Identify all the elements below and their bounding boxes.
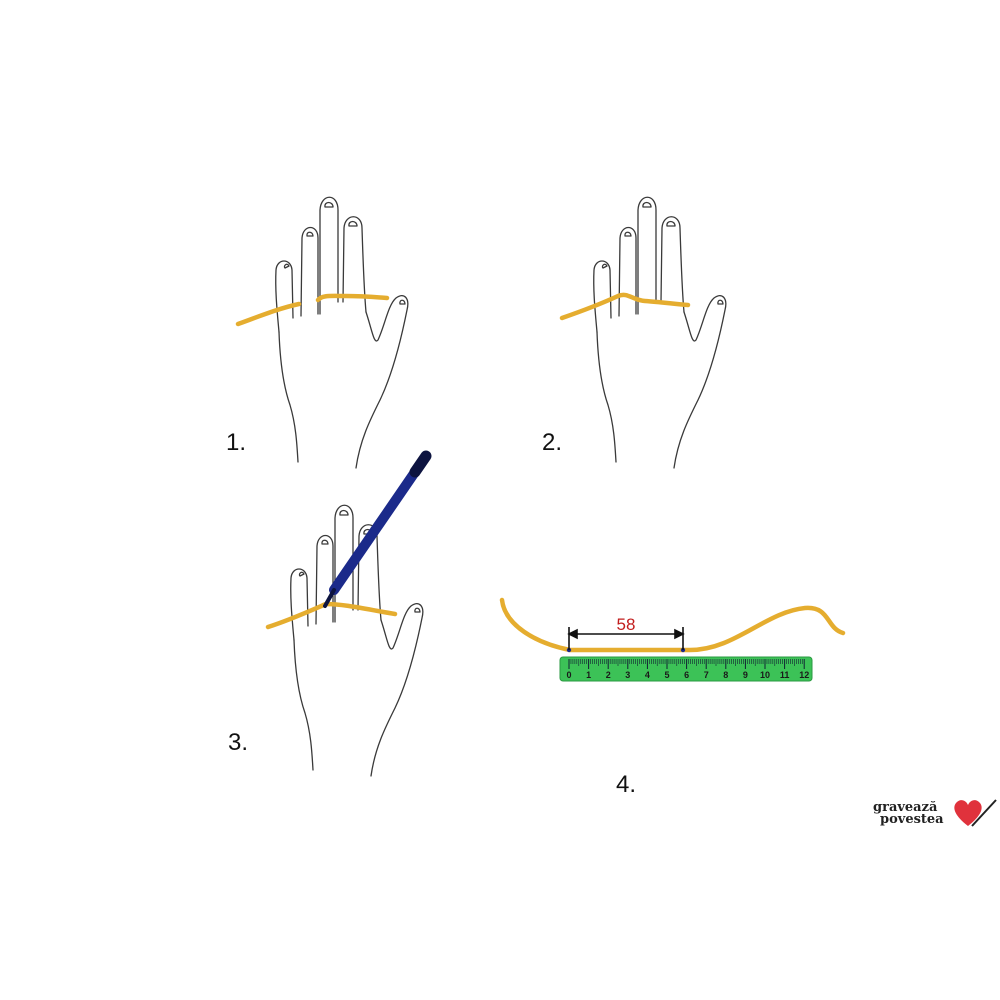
pen: [323, 450, 432, 608]
ruler-tick-label: 9: [743, 670, 748, 680]
ruler-tick-label: 5: [664, 670, 669, 680]
ruler-tick-label: 7: [704, 670, 709, 680]
hand-2: [593, 196, 727, 469]
quill-icon: [971, 799, 997, 827]
band-1-left: [235, 301, 302, 327]
step-3-label: 3.: [228, 729, 248, 756]
ruler-tick-label: 2: [606, 670, 611, 680]
band-2: [559, 292, 691, 321]
ruler-tick-label: 12: [799, 670, 809, 680]
ruler-tick-label: 10: [760, 670, 770, 680]
step-4-label: 4.: [616, 771, 636, 798]
band-3: [265, 601, 398, 630]
logo: gravează povestea: [873, 799, 997, 827]
band-1-right: [315, 293, 390, 303]
logo-line-2: povestea: [880, 812, 944, 827]
dimension-line: [567, 627, 685, 650]
ruler-tick-label: 0: [566, 670, 571, 680]
logo-line-1: gravează: [873, 800, 938, 815]
heart-icon: [954, 800, 982, 826]
ruler-tick-label: 1: [586, 670, 591, 680]
ruler-tick-label: 4: [645, 670, 650, 680]
step-1-label: 1.: [226, 429, 246, 456]
hand-1: [275, 196, 409, 469]
ruler-tick-label: 3: [625, 670, 630, 680]
band-4: [499, 597, 846, 653]
step-2-label: 2.: [542, 429, 562, 456]
ruler-tick-label: 8: [723, 670, 728, 680]
hand-3: [290, 504, 424, 777]
ruler-tick-label: 6: [684, 670, 689, 680]
ruler-tick-label: 11: [780, 670, 790, 680]
measurement-label: 58: [617, 615, 636, 634]
